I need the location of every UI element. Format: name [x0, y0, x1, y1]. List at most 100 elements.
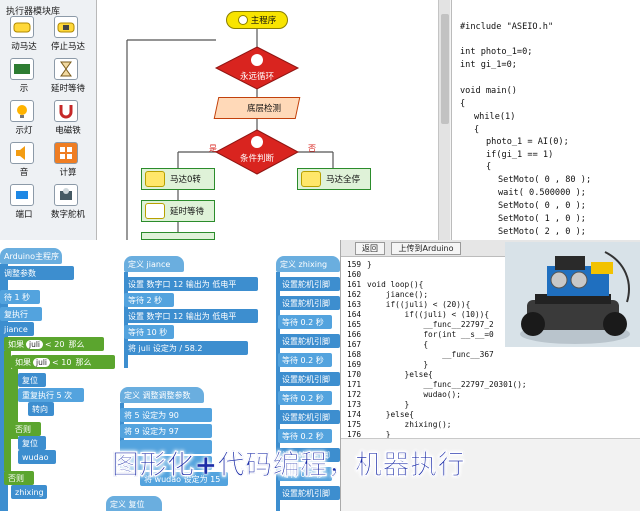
if-var-pill[interactable]: juli [33, 357, 51, 367]
code-line: wudao(); [367, 390, 461, 399]
block-def-reset[interactable]: 定义 复位 [106, 496, 162, 511]
block-jiance-call[interactable]: jiance [0, 322, 34, 336]
block-wait-02[interactable]: 等待 0.2 秒 [278, 429, 332, 443]
code-line: { [474, 125, 480, 135]
block-if-inner[interactable]: 如果 juli < 10 那么 [11, 355, 115, 369]
block-reset[interactable]: 复位 [18, 373, 46, 387]
palette-item-label: 延时等待 [50, 84, 85, 94]
if-var-pill[interactable]: juli [26, 339, 44, 349]
code-line: if((juli) < (10)){ [367, 310, 490, 319]
palette-item-label: 动马达 [11, 42, 37, 52]
block-wudao-call[interactable]: wudao [18, 450, 56, 464]
palette-item-wait[interactable]: 延时等待 [44, 58, 92, 98]
flow-loop-label[interactable]: 永远循环 [239, 72, 274, 82]
block-editor[interactable]: Arduino主程序 调整参数 待 1 秒 复执行 jiance 如果 juli… [0, 240, 340, 511]
hourglass-icon [145, 203, 165, 219]
palette-item-speaker[interactable]: 音 [0, 142, 48, 182]
palette-item-motor-start[interactable]: 动马达 [0, 16, 48, 56]
palette-item-motor-stop[interactable]: 停止马达 [44, 16, 92, 56]
block-turn[interactable]: 转向 [28, 402, 54, 416]
block-set-var-more[interactable] [120, 440, 212, 454]
line-number: 176 [347, 430, 362, 439]
palette-item-lamp[interactable]: 示灯 [0, 100, 48, 140]
palette-item-label: 端口 [15, 210, 33, 220]
block-else-outer[interactable]: 否则 [4, 471, 34, 485]
flow-wait-node[interactable]: 延时等待 [141, 200, 215, 222]
code-line: int gi_1=0; [460, 60, 517, 70]
flow-motor-stop-node[interactable]: 马达全停 [297, 168, 371, 190]
if-keyword: 如果 [8, 339, 24, 349]
flow-motor-turn-node[interactable]: 马达0转 [141, 168, 215, 190]
code-line: { [460, 99, 466, 109]
flow-start-node[interactable]: 主程序 [226, 11, 288, 29]
block-servo-4[interactable]: 设置舵机引脚 [278, 372, 340, 386]
code-line: photo_1 = AI(0); [486, 137, 569, 147]
block-zhixing-call[interactable]: zhixing [11, 485, 47, 499]
block-def-params[interactable]: 定义 调整调整参数 [120, 387, 204, 403]
block-wait-2[interactable]: 等待 2 秒 [124, 293, 174, 307]
block-servo-5[interactable]: 设置舵机引脚 [278, 410, 340, 424]
block-repeat-5[interactable]: 重复执行 5 次 [18, 388, 84, 402]
code-line: #include "ASEIO.h" [460, 22, 554, 32]
flow-detect-node[interactable]: 底层检测 [213, 97, 301, 119]
block-wait-02[interactable]: 等待 0.2 秒 [278, 391, 332, 405]
block-reset-2[interactable]: 复位 [18, 436, 46, 450]
block-servo-3[interactable]: 设置舵机引脚 [278, 334, 340, 348]
block-main-hat[interactable]: Arduino主程序 [0, 248, 62, 264]
block-wait-02[interactable]: 等待 0.2 秒 [278, 353, 332, 367]
block-wait-1[interactable]: 待 1 秒 [0, 290, 40, 304]
flow-next-node[interactable] [141, 232, 215, 240]
block-servo-7[interactable]: 设置舵机引脚 [278, 486, 340, 500]
code-line: }else{ [367, 370, 433, 379]
block-set-var-5[interactable]: 将 5 设定为 90 [120, 408, 212, 422]
motor-icon [145, 171, 165, 187]
block-set-wudao[interactable]: 将 wudao 设定为 15 [140, 472, 228, 486]
back-button[interactable]: 返回 [355, 242, 385, 255]
calculator-icon [54, 142, 78, 164]
block-set-var-more-2[interactable] [120, 456, 212, 470]
block-repeat-forever[interactable]: 复执行 [0, 307, 42, 321]
block-adjust-params[interactable]: 调整参数 [0, 266, 74, 280]
block-wait-10[interactable]: 等待 10 秒 [124, 325, 174, 339]
block-wait-02[interactable]: 等待 0.2 秒 [278, 467, 332, 481]
block-set-digital-2[interactable]: 设置 数字口 12 输出为 低电平 [124, 309, 258, 323]
line-number: 175 [347, 420, 362, 429]
display-icon [10, 58, 34, 80]
flow-condition-label[interactable]: 条件判断 [239, 154, 274, 164]
scrollbar-thumb[interactable] [441, 14, 449, 124]
code-line: jiance(); [367, 290, 429, 299]
block-set-juli[interactable]: 将 juli 设定为 / 58.2 [124, 341, 248, 355]
palette-item-port[interactable]: 端口 [0, 184, 48, 224]
flowchart-canvas[interactable]: 主程序 永远循环 底层检测 条件判断 是 否 马达0转 延时等待 马达全停 [97, 0, 439, 240]
line-number: 172 [347, 390, 362, 399]
block-wait-02[interactable]: 等待 0.2 秒 [278, 315, 332, 329]
flow-motor-stop-label: 马达全停 [326, 175, 361, 185]
generated-c-code: #include "ASEIO.h" int photo_1=0; int gi… [451, 0, 640, 240]
block-if-outer[interactable]: 如果 juli < 20 那么 [4, 337, 104, 351]
palette-item-label: 示 [19, 84, 29, 94]
block-servo-2[interactable]: 设置舵机引脚 [278, 296, 340, 310]
line-number: 171 [347, 380, 362, 389]
lamp-icon [10, 100, 34, 122]
palette-item-calculate[interactable]: 计算 [44, 142, 92, 182]
flow-motor-turn-label: 马达0转 [170, 175, 201, 185]
block-servo-6[interactable]: 设置舵机引脚 [278, 448, 340, 462]
palette-item-display[interactable]: 示 [0, 58, 48, 98]
upload-arduino-button[interactable]: 上传到Arduino [391, 242, 461, 255]
line-number: 170 [347, 370, 362, 379]
palette-item-magnet[interactable]: 电磁铁 [44, 100, 92, 140]
palette-item-label: 电磁铁 [55, 126, 81, 136]
console-area [341, 438, 640, 511]
block-def-jiance[interactable]: 定义 jiance [124, 256, 184, 272]
block-else-inner[interactable]: 否则 [11, 422, 41, 436]
block-set-digital-1[interactable]: 设置 数字口 12 输出为 低电平 [124, 277, 258, 291]
canvas-scrollbar[interactable] [438, 0, 450, 240]
code-line: if(gi_1 == 1) [486, 150, 554, 160]
code-line: SetMoto( 0 , 0 ); [498, 201, 586, 211]
block-servo-1[interactable]: 设置舵机引脚 [278, 277, 340, 291]
block-def-zhixing[interactable]: 定义 zhixing [276, 256, 340, 272]
palette-item-servo[interactable]: 数字舵机 [44, 184, 92, 224]
block-set-var-9[interactable]: 将 9 设定为 97 [120, 424, 212, 438]
